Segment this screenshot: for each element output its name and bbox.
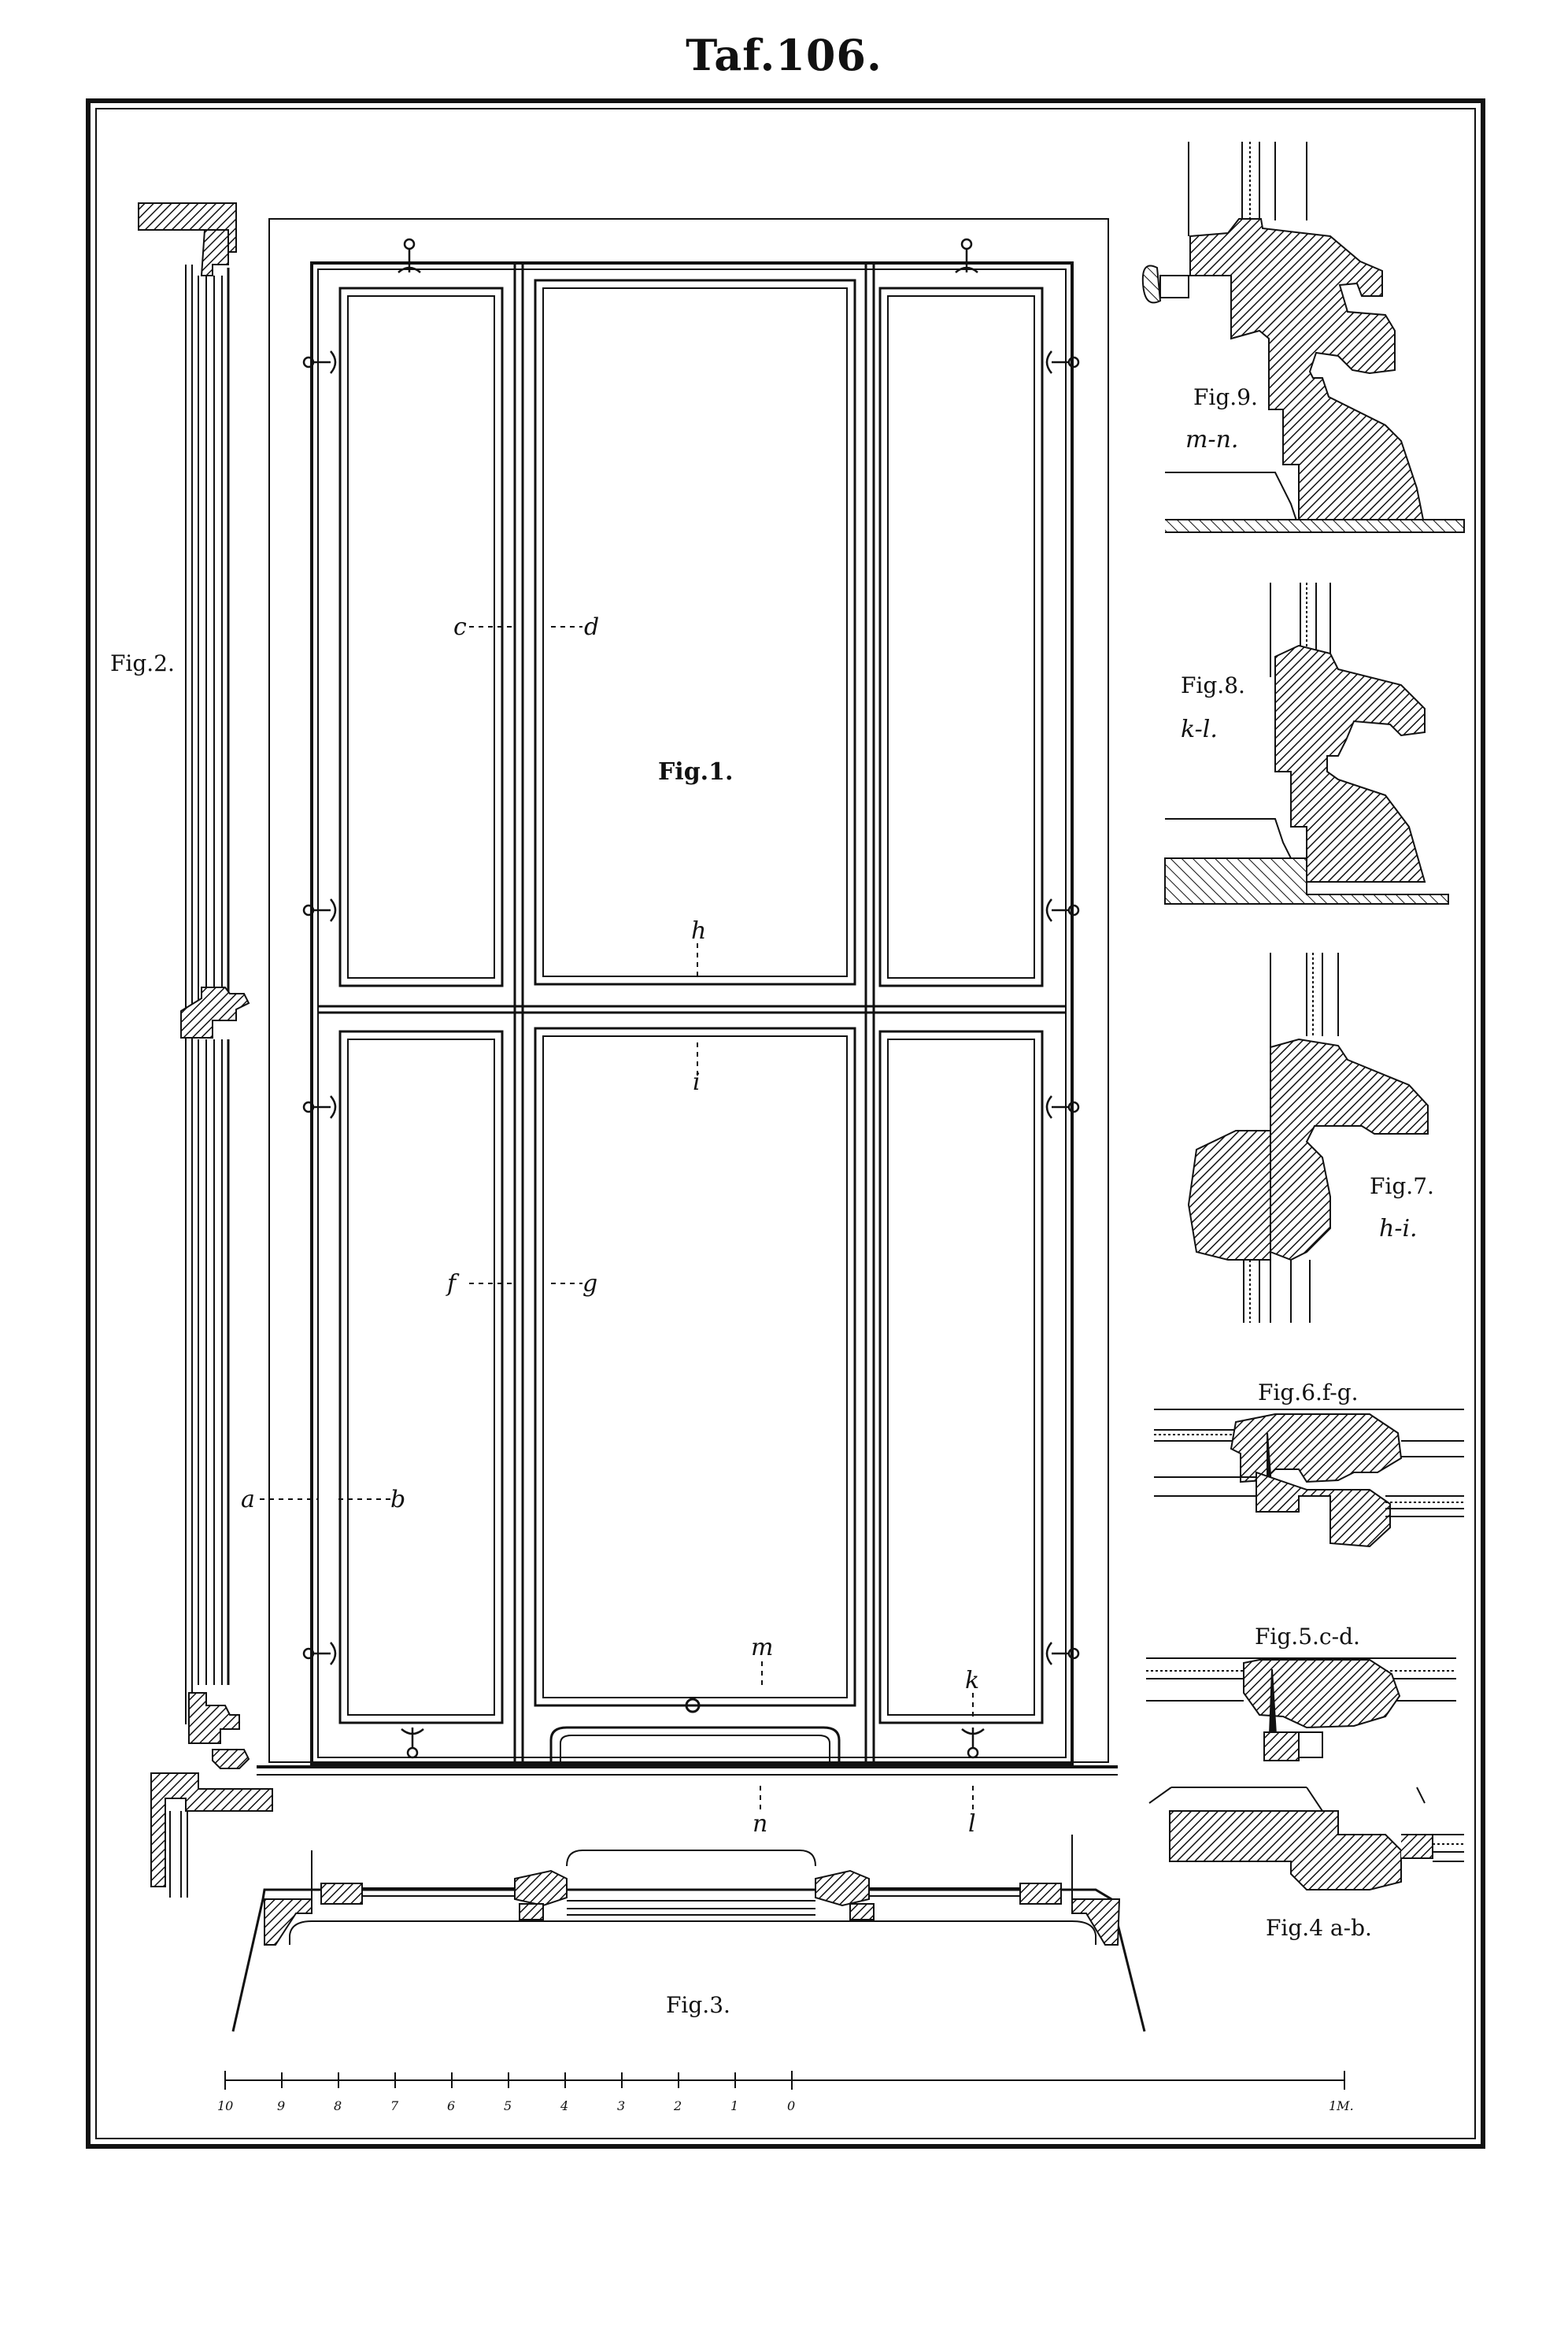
fig6-label: Fig.6.f-g. <box>1258 1379 1359 1405</box>
scale-tick-0: 0 <box>787 2098 795 2113</box>
fig4-label: Fig.4 a-b. <box>1266 1915 1372 1941</box>
section-letter-k: k <box>965 1667 979 1694</box>
fig9-section-m-n <box>1141 142 1465 533</box>
section-letter-h: h <box>691 917 706 945</box>
plate-title: Taf.106. <box>686 30 882 80</box>
section-letter-n: n <box>753 1810 767 1838</box>
fig1-label: Fig.1. <box>658 758 733 786</box>
fig4-section-a-b <box>1148 1787 1464 1890</box>
scale-end-label: 1M. <box>1329 2098 1354 2113</box>
section-lines <box>260 626 974 1813</box>
plate-frame-inner <box>95 108 1476 2139</box>
fig7-section-h-i <box>1187 953 1429 1323</box>
section-letter-d: d <box>584 613 599 641</box>
fig7-sub-label: h-i. <box>1379 1215 1418 1242</box>
fig2-vertical-section <box>138 202 273 1898</box>
fig9-sub-label: m-n. <box>1185 426 1238 454</box>
fig8-sub-label: k-l. <box>1181 716 1218 743</box>
fig9-label: Fig.9. <box>1193 384 1258 410</box>
fig3-label: Fig.3. <box>666 1992 730 2018</box>
scale-tick-2: 2 <box>673 2098 682 2113</box>
plate-frame-outer <box>86 98 1485 2149</box>
scale-tick-8: 8 <box>334 2098 342 2113</box>
fig5-section-c-d <box>1146 1657 1456 1761</box>
fig1-fittings <box>302 238 1080 1759</box>
section-letter-i: i <box>693 1068 701 1096</box>
fig5-label: Fig.5.c-d. <box>1255 1624 1360 1650</box>
fig8-section-k-l <box>1164 583 1449 905</box>
section-letter-m: m <box>751 1634 773 1661</box>
fig6-section-f-g <box>1154 1409 1464 1548</box>
scale-tick-6: 6 <box>447 2098 455 2113</box>
fig8-label: Fig.8. <box>1181 672 1245 698</box>
section-letter-a: a <box>241 1486 255 1513</box>
section-letter-b: b <box>390 1486 405 1513</box>
fig2-label: Fig.2. <box>110 650 175 676</box>
section-letter-c: c <box>453 613 467 641</box>
scale-tick-10: 10 <box>217 2098 233 2113</box>
scale-tick-3: 3 <box>617 2098 625 2113</box>
scale-tick-5: 5 <box>504 2098 512 2113</box>
fig7-label: Fig.7. <box>1370 1173 1434 1199</box>
scale-tick-7: 7 <box>390 2098 399 2113</box>
scale-tick-4: 4 <box>560 2098 568 2113</box>
fig1-door-elevation <box>257 218 1118 1776</box>
section-letter-l: l <box>968 1810 976 1838</box>
fig3-plan-section <box>231 1835 1146 2032</box>
section-letter-g: g <box>582 1270 597 1298</box>
section-letter-f: f <box>446 1270 460 1298</box>
scale-tick-9: 9 <box>277 2098 285 2113</box>
scale-tick-1: 1 <box>730 2098 738 2113</box>
scale-bar <box>224 2071 1345 2090</box>
